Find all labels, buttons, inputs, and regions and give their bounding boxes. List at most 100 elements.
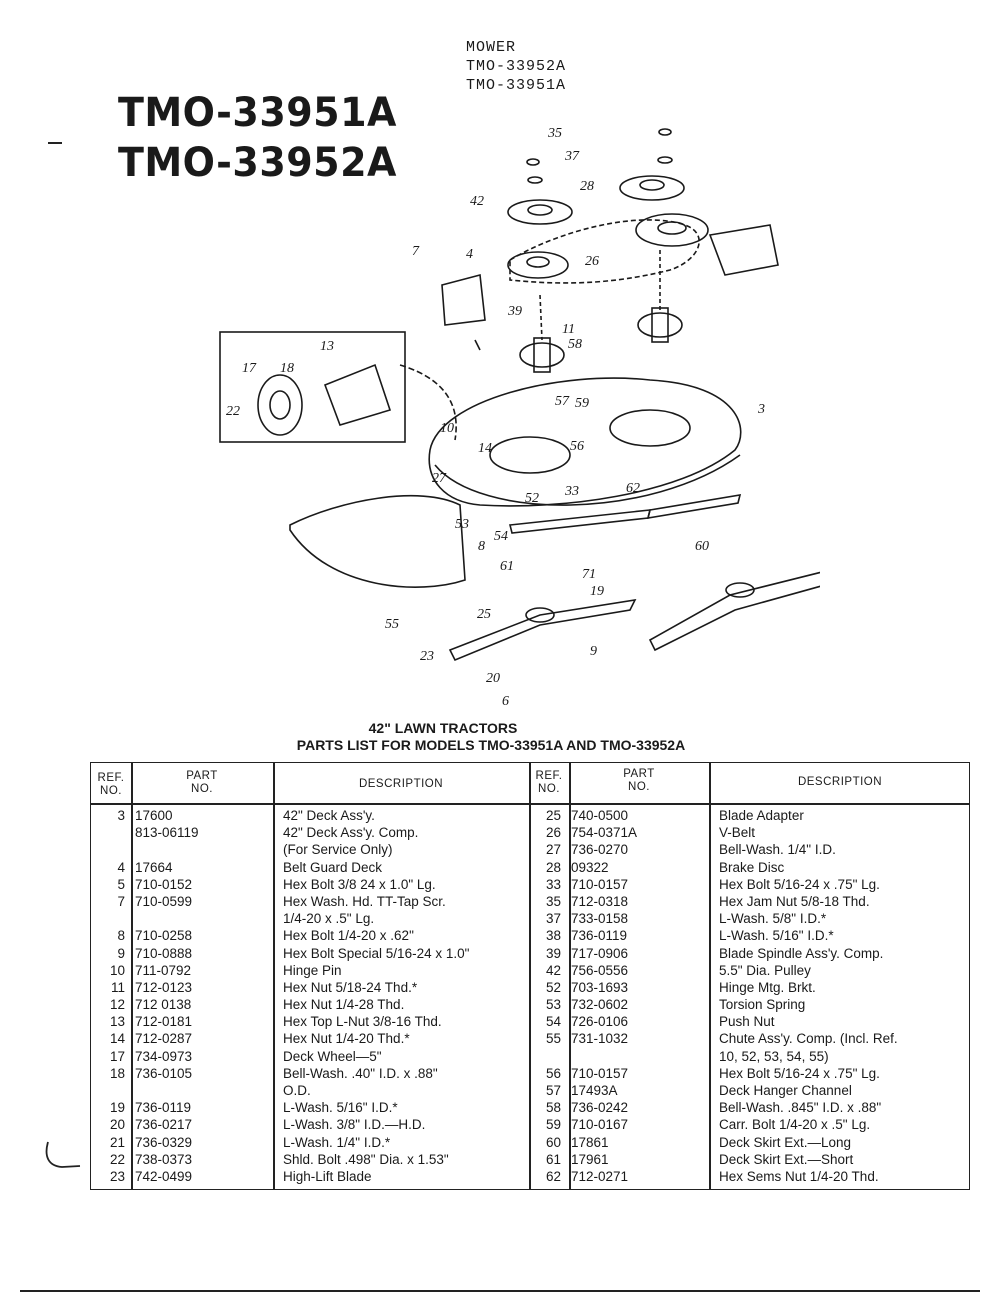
part-cell: 710-0157 [571, 876, 629, 892]
table-divider [569, 763, 571, 1189]
callout-4: 4 [466, 247, 473, 262]
part-cell [135, 1082, 271, 1099]
ref-cell: 23 [109, 1168, 125, 1184]
ref-cell: 39 [545, 945, 561, 961]
callout-14: 14 [478, 441, 492, 456]
callout-52: 52 [525, 491, 539, 506]
callout-71: 71 [582, 567, 596, 582]
desc-cell: Blade Spindle Ass'y. Comp. [719, 945, 884, 961]
ref-cell: 25 [545, 808, 561, 823]
header-description: DESCRIPTION [358, 778, 444, 790]
callout-3: 3 [757, 402, 765, 417]
callout-19: 19 [590, 584, 604, 599]
callout-9: 9 [590, 644, 597, 659]
desc-cell: L-Wash. 3/8" I.D.—H.D. [283, 1117, 426, 1133]
ref-cell: 42 [545, 962, 561, 978]
part-cell: 710-0157 [571, 1065, 629, 1081]
ref-cell: 38 [545, 928, 561, 944]
part-cell: 710-0167 [571, 1117, 629, 1133]
part-cell: 710-0599 [135, 893, 193, 909]
desc-cell: V-Belt [719, 825, 756, 841]
callout-54: 54 [494, 529, 508, 544]
ref-cell: 12 [109, 997, 125, 1013]
header-part-no: PART NO. [186, 770, 218, 795]
part-cell: 712-0287 [135, 1031, 193, 1047]
scan-mark [48, 142, 62, 144]
header-ref-no-right: REF. NO. [535, 770, 563, 795]
ref-cell: 61 [545, 1151, 561, 1167]
part-cell: 736-0242 [571, 1100, 629, 1116]
header-part-no-right: PART NO. [623, 768, 655, 793]
desc-cell: Belt Guard Deck [283, 859, 383, 875]
desc-cell: Hex Nut 1/4-20 Thd.* [283, 1031, 410, 1047]
ref-cell: 26 [545, 825, 561, 841]
callout-35: 35 [547, 126, 562, 141]
table-divider [131, 763, 133, 1189]
ref-cell: 52 [545, 979, 561, 995]
parts-list-title: 42" LAWN TRACTORS PARTS LIST FOR MODELS … [0, 720, 1000, 754]
desc-cell: Hex Bolt Special 5/16-24 x 1.0" [283, 945, 470, 961]
page-bottom-rule [20, 1290, 980, 1292]
section-subheading: PARTS LIST FOR MODELS TMO-33951A AND TMO… [296, 737, 686, 753]
model-titles-large: TMO-33951A TMO-33952A [118, 88, 412, 188]
ref-cell: 54 [545, 1014, 561, 1030]
ref-cell [91, 1082, 125, 1099]
callout-26: 26 [585, 254, 599, 269]
part-cell: 17664 [135, 859, 173, 875]
desc-cell: Hex Nut 1/4-28 Thd. [283, 997, 405, 1013]
part-cell: 726-0106 [571, 1014, 629, 1030]
ref-cell: 9 [117, 945, 125, 961]
scan-mark-hook [45, 1141, 81, 1168]
exploded-parts-diagram: 35 37 28 42 26 4 7 39 11 58 13 17 18 22 … [219, 126, 820, 709]
callout-39: 39 [507, 304, 522, 319]
callout-59: 59 [575, 396, 589, 411]
desc-cell: Torsion Spring [719, 997, 806, 1013]
callout-23: 23 [420, 649, 434, 664]
desc-cell: Brake Disc [719, 859, 785, 875]
desc-cell: 42" Deck Ass'y. Comp. [283, 825, 419, 841]
parts-table: REF. NO. PART NO. DESCRIPTION REF. NO. P… [90, 762, 970, 1190]
ref-cell: 7 [117, 893, 125, 909]
callout-10: 10 [440, 421, 454, 436]
part-cell: 734-0973 [135, 1048, 193, 1064]
desc-cell: Hex Bolt 5/16-24 x .75" Lg. [719, 1065, 880, 1081]
desc-cell: Push Nut [719, 1014, 775, 1030]
model-title-2: TMO-33952A [118, 140, 397, 186]
ref-cell: 27 [545, 842, 561, 858]
desc-cell: Chute Ass'y. Comp. (Incl. Ref. [719, 1031, 898, 1047]
desc-cell: Bell-Wash. 1/4" I.D. [719, 842, 836, 858]
desc-cell: Hex Wash. Hd. TT-Tap Scr. [283, 893, 446, 909]
part-cell [135, 841, 271, 858]
model-line-1: MOWER [466, 39, 517, 56]
desc-cell: 42" Deck Ass'y. [283, 808, 375, 823]
callout-22: 22 [226, 404, 240, 419]
part-cell: 712 0138 [135, 997, 192, 1013]
ref-cell: 22 [109, 1151, 125, 1167]
callout-17: 17 [242, 361, 257, 376]
header-description-right: DESCRIPTION [797, 776, 883, 788]
callout-61: 61 [500, 559, 514, 574]
part-cell: 703-1693 [571, 979, 629, 995]
part-cell: 740-0500 [571, 808, 629, 823]
desc-cell: Blade Adapter [719, 808, 804, 823]
part-cell: 736-0105 [135, 1065, 193, 1081]
callout-42: 42 [470, 194, 484, 209]
callout-25: 25 [477, 607, 491, 622]
ref-cell: 19 [109, 1100, 125, 1116]
part-cell: 712-0181 [135, 1014, 193, 1030]
part-cell: 17961 [571, 1151, 609, 1167]
desc-cell: O.D. [283, 1083, 311, 1098]
part-cell: 17493A [571, 1083, 618, 1098]
callout-60: 60 [695, 539, 709, 554]
desc-cell: Hex Bolt 3/8 24 x 1.0" Lg. [283, 876, 436, 892]
callout-57: 57 [555, 394, 570, 409]
callout-7: 7 [412, 244, 420, 259]
table-divider [709, 763, 711, 1189]
ref-cell: 35 [545, 893, 561, 909]
part-cell [135, 910, 271, 927]
ref-cell: 53 [545, 997, 561, 1013]
part-cell: 736-0217 [135, 1117, 193, 1133]
